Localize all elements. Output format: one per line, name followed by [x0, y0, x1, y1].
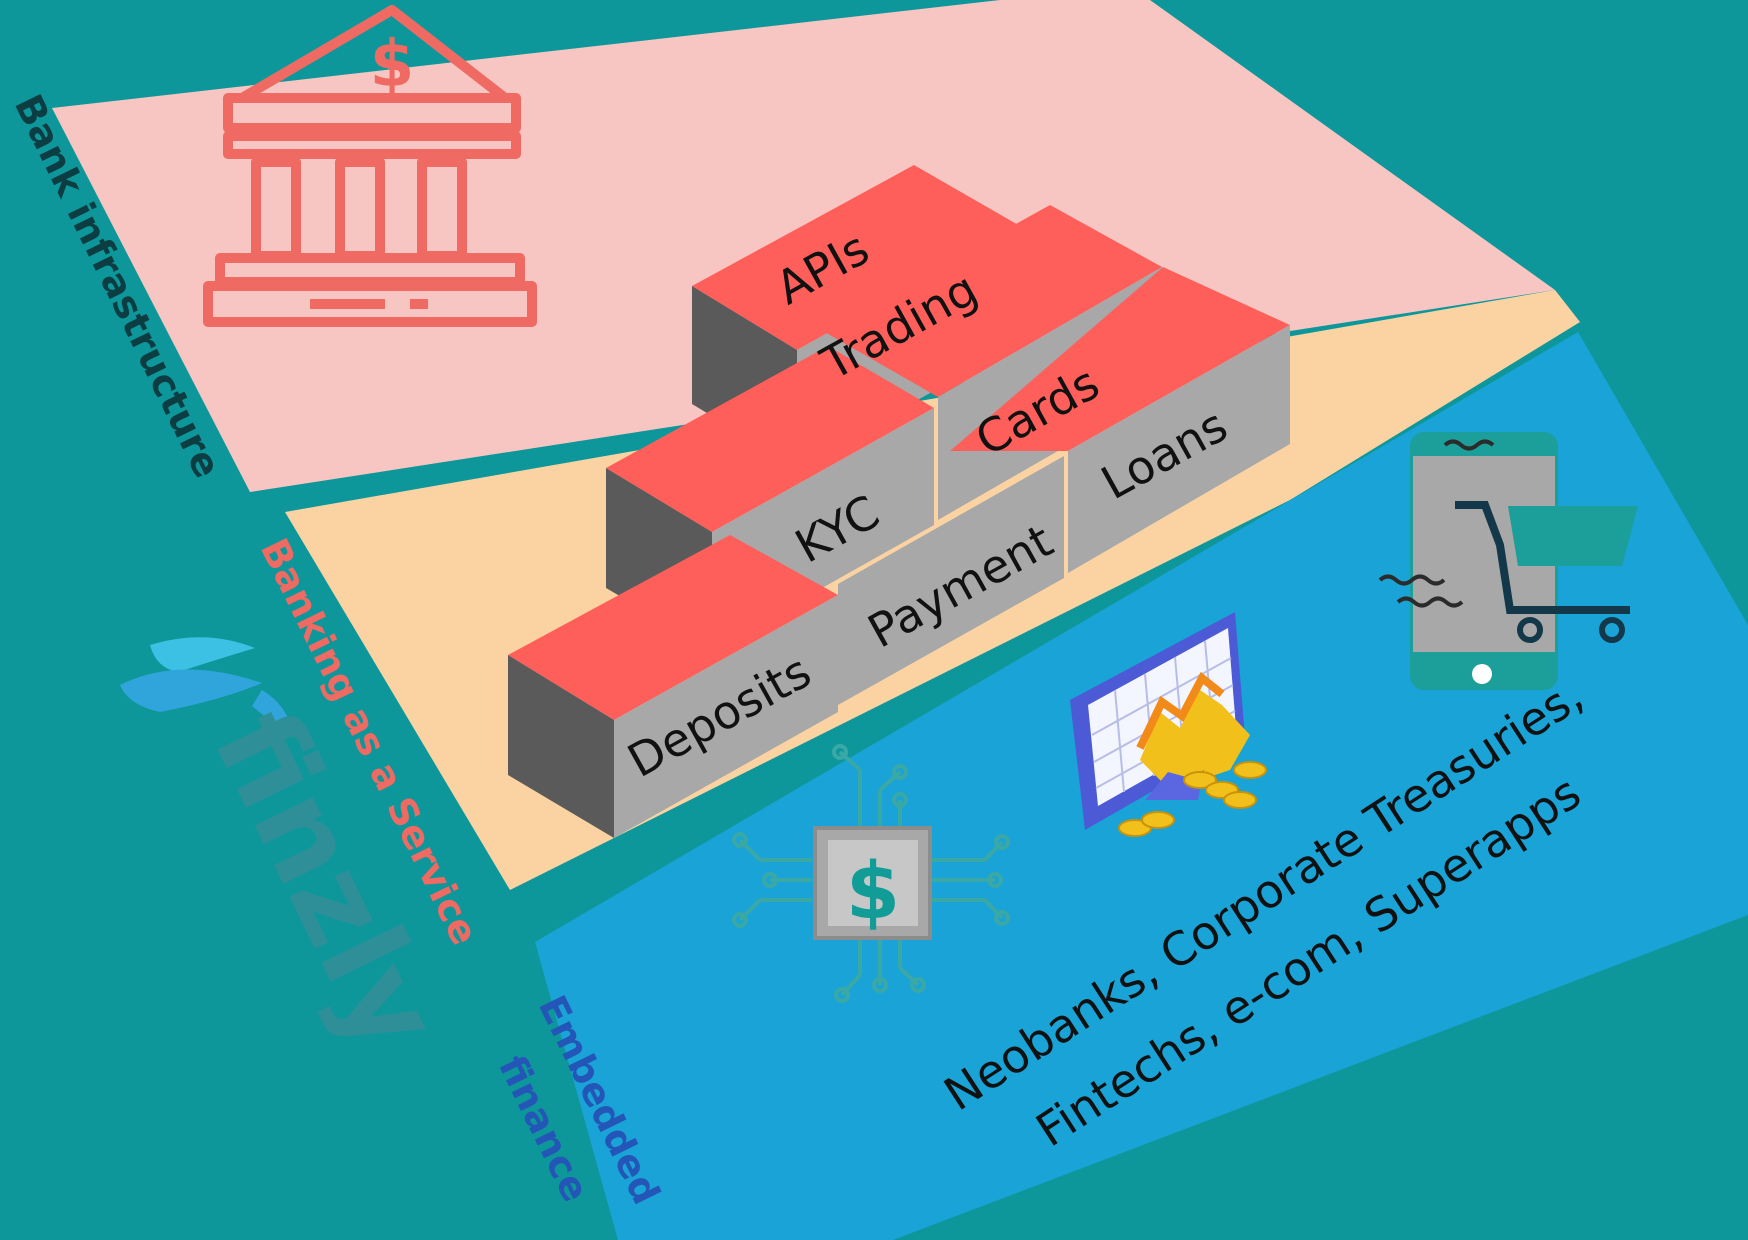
bank-icon: $ [203, 5, 537, 327]
leaf-icon [252, 690, 292, 732]
block-loans [950, 267, 1290, 573]
svg-text:$: $ [846, 847, 900, 937]
chart-monitor-icon [1070, 612, 1267, 837]
dollar-chip-icon: $ [732, 744, 1010, 1003]
block-payment [838, 456, 1064, 705]
leaf-icon [150, 637, 255, 672]
shopping-phone-icon [1378, 432, 1638, 690]
leaf-icon [120, 669, 262, 712]
svg-text:$: $ [370, 28, 415, 102]
block-deposits [508, 535, 838, 838]
